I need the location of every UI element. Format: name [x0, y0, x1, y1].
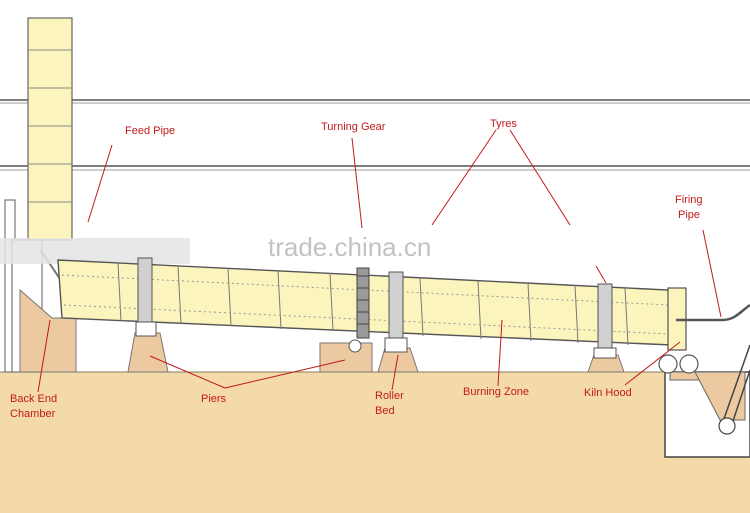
watermark: trade.china.cn	[268, 232, 431, 262]
label-back-end-1: Back End	[10, 393, 57, 405]
firing-pit	[664, 371, 750, 458]
building-beams	[0, 99, 750, 171]
blur-band	[0, 238, 190, 264]
label-roller-bed-2: Bed	[375, 405, 395, 417]
label-firing-pipe-1: Firing	[675, 194, 703, 206]
label-burning-zone: Burning Zone	[463, 386, 529, 398]
label-roller-bed-1: Roller	[375, 390, 404, 402]
label-tyres: Tyres	[490, 118, 517, 130]
label-back-end-2: Chamber	[10, 408, 56, 420]
coal-feeder	[718, 344, 750, 435]
ground	[0, 372, 750, 513]
label-piers: Piers	[201, 393, 227, 405]
label-feed-pipe: Feed Pipe	[125, 125, 175, 137]
roller-beds	[135, 321, 617, 359]
firing-pipe	[676, 303, 750, 322]
feed-tower	[27, 17, 73, 241]
piers	[127, 332, 625, 373]
label-kiln-hood: Kiln Hood	[584, 387, 632, 399]
label-turning-gear: Turning Gear	[321, 121, 386, 133]
label-firing-pipe-2: Pipe	[678, 209, 700, 221]
pointer-lines	[37, 129, 722, 393]
labels: Feed Pipe Turning Gear Tyres Firing Pipe…	[10, 118, 703, 420]
tyres	[137, 257, 613, 351]
turning-gear	[356, 267, 370, 339]
